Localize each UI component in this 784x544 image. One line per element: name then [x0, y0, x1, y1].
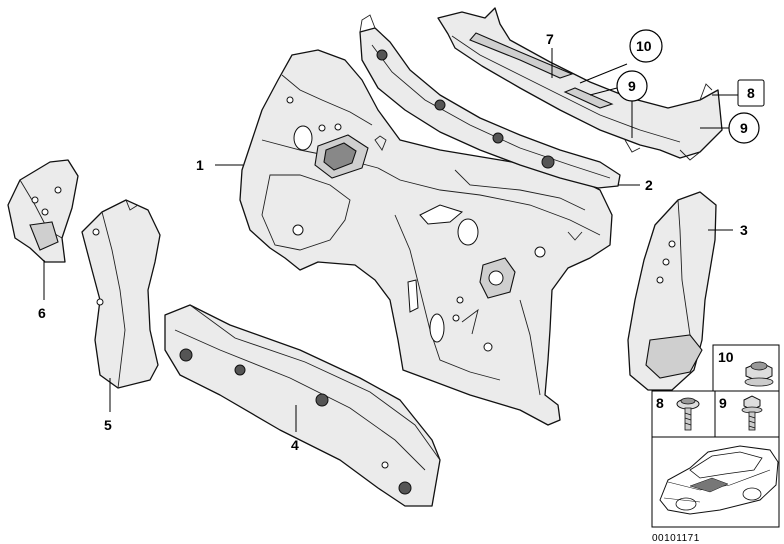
callout-1: 1: [196, 157, 204, 173]
bulkhead-panel: [239, 49, 613, 426]
callout-4: 4: [291, 437, 299, 453]
callout-9-circle-lower: 9: [728, 112, 760, 144]
wheelhouse-bracket-left: [81, 199, 161, 389]
svg-text:9: 9: [740, 120, 748, 136]
svg-text:8: 8: [747, 85, 755, 101]
callout-10-circle: 10: [629, 29, 663, 63]
callout-2: 2: [645, 177, 653, 193]
svg-text:10: 10: [636, 38, 652, 54]
callout-6: 6: [38, 305, 46, 321]
screw-icon: [676, 397, 700, 431]
car-outline-icon: [659, 445, 779, 515]
svg-text:2: 2: [645, 177, 653, 193]
bolt-icon: [741, 395, 763, 431]
svg-text:3: 3: [740, 222, 748, 238]
legend-nut-label: 10: [718, 349, 734, 365]
legend-bolt-label: 9: [719, 395, 727, 411]
longitudinal-rail: [164, 304, 441, 507]
callout-7: 7: [546, 31, 554, 47]
side-pillar-bracket-right: [627, 191, 717, 391]
diagram-reference-number: 00101171: [652, 533, 700, 544]
nut-icon: [744, 361, 774, 387]
callout-5: 5: [104, 417, 112, 433]
svg-text:1: 1: [196, 157, 204, 173]
callout-9-circle-upper: 9: [616, 70, 648, 102]
svg-text:5: 5: [104, 417, 112, 433]
leader-lines: [43, 48, 738, 432]
svg-text:9: 9: [628, 78, 636, 94]
legend-screw-label: 8: [656, 395, 664, 411]
upper-cowl-strip: [359, 14, 621, 189]
callout-8-box: 8: [737, 79, 765, 107]
hardware-legend: 10 8 9: [651, 344, 780, 528]
mounting-bracket-small: [7, 159, 79, 263]
svg-text:4: 4: [291, 437, 299, 453]
svg-text:7: 7: [546, 31, 554, 47]
callout-3: 3: [740, 222, 748, 238]
svg-text:6: 6: [38, 305, 46, 321]
